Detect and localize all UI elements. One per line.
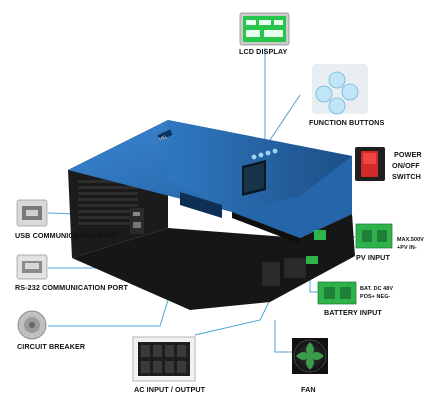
label-power-line3: SWITCH (392, 172, 421, 181)
fan-picture (292, 338, 328, 374)
label-circuit-breaker: CIRCUIT BREAKER (17, 342, 86, 351)
battery-input-picture (317, 281, 357, 305)
inverter-unit: MEL (68, 120, 355, 310)
trim-strip (232, 212, 300, 244)
circuit-breaker-picture (17, 310, 47, 340)
rs232-port-mini (133, 222, 141, 228)
label-usb-port: USB COMMUNICATION PORT (15, 231, 119, 240)
io-block-1 (262, 262, 280, 286)
label-battery-spec: BAT. DC 48V (360, 286, 394, 292)
power-switch-picture (355, 147, 385, 181)
usb-port-mini (133, 212, 140, 216)
brand-badge (157, 129, 173, 141)
label-function-buttons: FUNCTION BUTTONS (309, 118, 385, 127)
panel-button-1 (251, 154, 257, 160)
label-power-line1: POWER (394, 150, 422, 159)
label-lcd-display: LCD DISPLAY (239, 47, 288, 56)
line-breaker (48, 299, 169, 327)
panel-button-2 (258, 152, 264, 158)
function-buttons-picture (312, 64, 368, 115)
lcd-display-picture (239, 12, 290, 46)
label-power-line2: ON/OFF (392, 161, 420, 170)
panel-button-4 (272, 148, 278, 154)
label-fan: FAN (301, 385, 316, 394)
ac-io-picture (132, 336, 196, 382)
label-ac-io: AC INPUT / OUTPUT (134, 385, 206, 394)
label-pv-max: MAX.500V (397, 237, 424, 243)
battery-terminal-mini (306, 256, 318, 264)
front-panel-face (232, 156, 352, 238)
label-plate (180, 192, 222, 218)
label-rs232-port: RS-232 COMMUNICATION PORT (15, 283, 128, 292)
brand-text: MEL (158, 133, 168, 141)
label-pv-input: PV INPUT (356, 253, 390, 262)
usb-port-picture (16, 199, 48, 227)
rs232-port-picture (16, 254, 48, 280)
label-pv-polarity: +PV IN- (397, 245, 417, 251)
line-ac (194, 299, 271, 336)
panel-button-3 (265, 150, 271, 156)
io-block-2 (284, 258, 306, 278)
side-vents (78, 180, 138, 225)
chassis-front (72, 214, 355, 310)
label-battery-polarity: POS+ NEG- (360, 294, 391, 300)
pv-input-picture (355, 223, 393, 249)
lcd-screen-glow (244, 163, 264, 193)
side-port-block (130, 208, 144, 234)
label-battery-input: BATTERY INPUT (324, 308, 382, 317)
pv-terminal-mini (314, 230, 326, 240)
